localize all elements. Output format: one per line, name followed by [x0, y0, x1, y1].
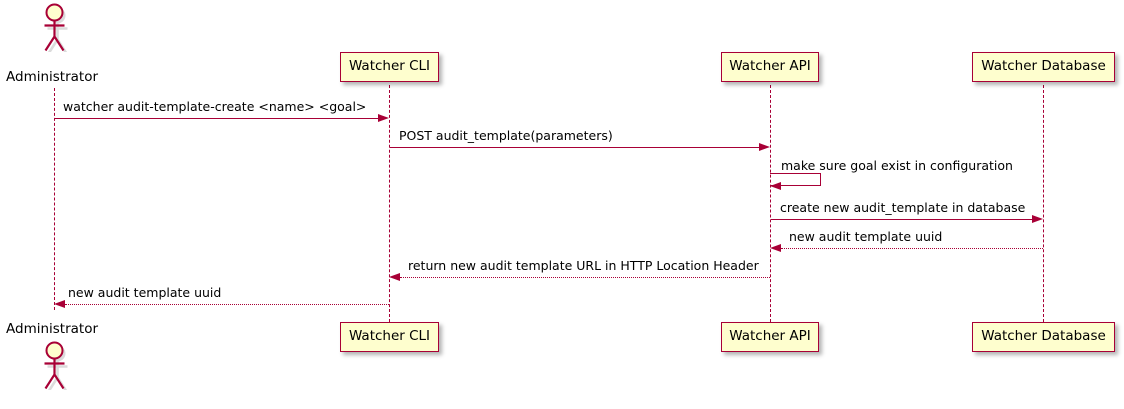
participant-label-watcher-api-bottom: Watcher API [729, 328, 811, 345]
participant-label-watcher-cli-bottom: Watcher CLI [348, 328, 431, 345]
participant-label-watcher-database-top: Watcher Database [981, 58, 1106, 75]
message-arrowhead-3 [770, 181, 781, 190]
message-label-6: return new audit template URL in HTTP Lo… [408, 258, 759, 273]
message-arrowhead-4 [1032, 214, 1043, 223]
message-label-7: new audit template uuid [68, 285, 222, 300]
message-label-2: POST audit_template(parameters) [399, 128, 613, 143]
participant-box-watcher-database-bottom[interactable]: Watcher Database [972, 322, 1115, 352]
lifeline-watcher-cli [389, 85, 390, 322]
message-arrowhead-1 [378, 113, 389, 122]
participant-box-watcher-api-top[interactable]: Watcher API [721, 52, 819, 82]
actor-administrator-top [37, 2, 73, 55]
lifeline-watcher-api [770, 85, 771, 322]
message-line-7 [65, 304, 389, 305]
participant-label-watcher-cli-top: Watcher CLI [348, 58, 431, 75]
actor-figure-icon [44, 341, 68, 393]
actor-label-administrator-top: Administrator [6, 69, 99, 85]
message-line-1 [55, 118, 379, 119]
lifeline-administrator [54, 88, 55, 310]
message-self-loop-3 [770, 173, 821, 186]
message-label-4: create new audit_template in database [780, 200, 1026, 215]
participant-label-watcher-database-bottom: Watcher Database [981, 328, 1106, 345]
participant-box-watcher-database-top[interactable]: Watcher Database [972, 52, 1115, 82]
message-arrowhead-5 [770, 243, 781, 252]
message-label-3: make sure goal exist in configuration [781, 158, 1013, 173]
message-line-4 [771, 219, 1033, 220]
participant-box-watcher-api-bottom[interactable]: Watcher API [721, 322, 819, 352]
message-line-5 [781, 248, 1043, 249]
message-arrowhead-7 [54, 299, 65, 308]
actor-label-administrator-bottom: Administrator [6, 321, 99, 337]
message-label-1: watcher audit-template-create <name> <go… [63, 99, 367, 114]
message-line-2 [390, 147, 760, 148]
lifeline-watcher-database [1043, 85, 1044, 322]
participant-box-watcher-cli-bottom[interactable]: Watcher CLI [340, 322, 439, 352]
participant-label-watcher-api-top: Watcher API [729, 58, 811, 75]
message-line-6 [400, 277, 770, 278]
message-arrowhead-6 [389, 272, 400, 281]
actor-figure-icon [44, 3, 68, 55]
actor-administrator-bottom [37, 340, 73, 393]
message-arrowhead-2 [759, 142, 770, 151]
participant-box-watcher-cli-top[interactable]: Watcher CLI [340, 52, 439, 82]
message-label-5: new audit template uuid [789, 229, 943, 244]
